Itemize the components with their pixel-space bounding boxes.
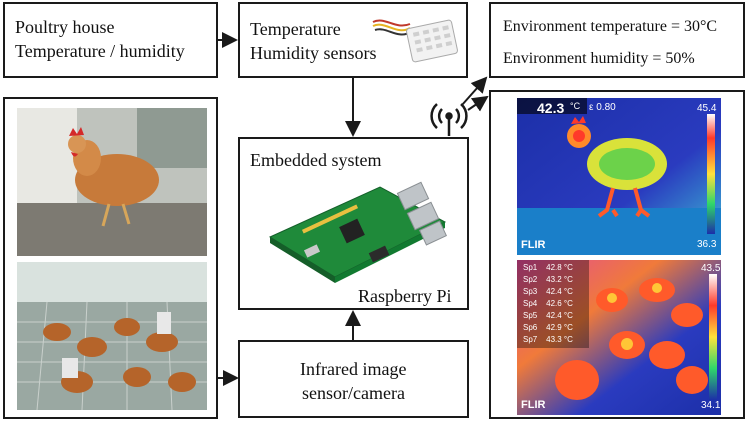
environment-humidity-text: Environment humidity = 50% xyxy=(503,50,695,67)
thermal-top-unit: °C xyxy=(570,101,581,111)
sensors-box: Temperature Humidity sensors xyxy=(238,2,468,78)
poultry-temp-humidity-label: Temperature / humidity xyxy=(15,41,185,61)
raspberry-pi-label: Raspberry Pi xyxy=(358,286,452,306)
thermal-bottom-scale-min: 34.1 xyxy=(701,400,721,411)
arrow-to-environment xyxy=(461,76,488,106)
thermal-top-scale-min: 36.3 xyxy=(697,239,717,250)
thermal-top-flir-logo: FLIR xyxy=(521,239,546,251)
chickens-cage-photo xyxy=(17,262,207,410)
infrared-camera-box: Infrared image sensor/camera xyxy=(238,340,469,418)
spot-row: Sp3 42.4 °C xyxy=(523,287,573,296)
poultry-house-box: Poultry house Temperature / humidity xyxy=(3,2,218,78)
thermal-image-hen: 42.3 °C ε 0.80 45.4 36.3 FLIR xyxy=(517,98,721,255)
wireless-antenna-icon xyxy=(430,103,468,136)
thermal-bottom-flir-logo: FLIR xyxy=(521,399,546,411)
infrared-image-label: Infrared image xyxy=(300,359,407,379)
hen-photo xyxy=(17,108,207,256)
spot-row: Sp4 42.6 °C xyxy=(523,299,573,308)
sensor-camera-label: sensor/camera xyxy=(302,383,405,403)
spot-row: Sp2 43.2 °C xyxy=(523,275,573,284)
poultry-house-label: Poultry house xyxy=(15,17,115,37)
spot-row: Sp6 42.9 °C xyxy=(523,323,573,332)
thermal-bottom-scale-max: 43.5 xyxy=(701,263,721,274)
spot-row: Sp7 43.3 °C xyxy=(523,335,573,344)
raspberry-pi-board xyxy=(268,181,448,283)
arrow-to-thermal xyxy=(467,95,489,112)
embedded-system-box: Embedded system Raspberry Pi xyxy=(238,137,469,310)
thermal-top-emissivity: ε 0.80 xyxy=(589,102,616,113)
thermal-top-scale-max: 45.4 xyxy=(697,103,717,114)
spot-list: Sp1 42.8 °C Sp2 43.2 °C Sp3 42.4 °C Sp4 … xyxy=(523,262,573,346)
thermal-image-flock: Sp1 42.8 °C Sp2 43.2 °C Sp3 42.4 °C Sp4 … xyxy=(517,260,721,415)
spot-row: Sp1 42.8 °C xyxy=(523,263,573,272)
humidity-sensors-label: Humidity sensors xyxy=(250,43,377,63)
thermal-top-reading: 42.3 xyxy=(537,100,565,116)
environment-readout-box: Environment temperature = 30°C Environme… xyxy=(489,2,745,78)
embedded-system-label: Embedded system xyxy=(250,150,382,170)
poultry-photos-box xyxy=(3,97,218,419)
spot-row: Sp5 42.4 °C xyxy=(523,311,573,320)
dht-sensor-image xyxy=(372,19,458,63)
environment-temperature-text: Environment temperature = 30°C xyxy=(503,18,718,35)
temperature-label: Temperature xyxy=(250,19,341,39)
thermal-images-box: 42.3 °C ε 0.80 45.4 36.3 FLIR xyxy=(489,90,745,419)
